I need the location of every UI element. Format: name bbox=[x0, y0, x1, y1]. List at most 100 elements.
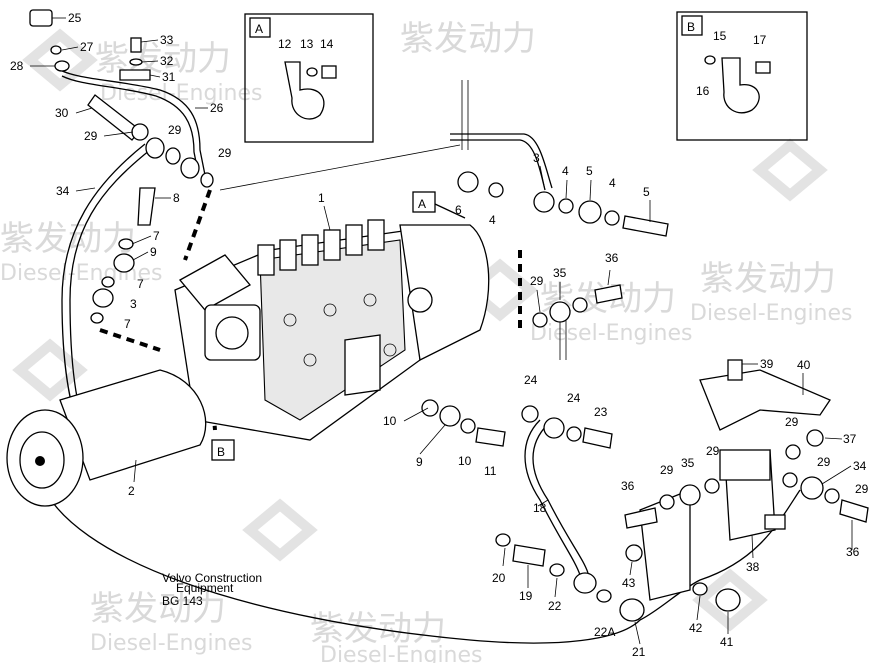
bolt-11 bbox=[475, 427, 506, 447]
callout: 36 bbox=[605, 251, 619, 265]
callout: 37 bbox=[843, 432, 857, 446]
watermark-logo bbox=[12, 28, 828, 632]
callout: 30 bbox=[55, 106, 69, 120]
watermark-en: Diesel-Engines bbox=[690, 301, 853, 326]
washer-29 bbox=[131, 123, 149, 141]
callout: 35 bbox=[681, 456, 695, 470]
washer-29 bbox=[200, 172, 214, 188]
detail-a-title: A bbox=[255, 22, 263, 36]
callout: 7 bbox=[124, 317, 131, 331]
callout: 22A bbox=[594, 625, 615, 639]
pulley-center bbox=[35, 456, 45, 466]
pump-elements bbox=[257, 219, 385, 276]
washer-7 bbox=[118, 238, 134, 250]
callout: 26 bbox=[210, 101, 224, 115]
callout: 13 bbox=[300, 37, 314, 51]
valve-connector bbox=[764, 514, 786, 530]
return-hose bbox=[39, 479, 641, 644]
element bbox=[323, 229, 341, 261]
pump-fitting bbox=[344, 334, 381, 396]
washer-4 bbox=[604, 210, 620, 226]
callout: 5 bbox=[643, 185, 650, 199]
callout: 40 bbox=[797, 358, 811, 372]
banjo-9 bbox=[113, 253, 135, 273]
detail-a: A bbox=[244, 13, 374, 143]
callout: 4 bbox=[489, 213, 496, 227]
pipe-3b bbox=[450, 133, 553, 189]
callout: 2 bbox=[128, 484, 135, 498]
pump-outlet bbox=[407, 287, 433, 313]
callout: 9 bbox=[150, 245, 157, 259]
banjo-34 bbox=[800, 476, 824, 500]
callout: 24 bbox=[567, 391, 581, 405]
callout: 32 bbox=[160, 54, 174, 68]
view-marker-a-arrow bbox=[434, 203, 466, 219]
washer-29 bbox=[785, 444, 801, 460]
callout: 34 bbox=[56, 184, 70, 198]
washer-29 bbox=[165, 147, 181, 165]
callout: 29 bbox=[817, 455, 831, 469]
bolt-39 bbox=[727, 359, 743, 381]
callout: 36 bbox=[621, 479, 635, 493]
bolt bbox=[363, 293, 377, 307]
detail-a-frame bbox=[244, 13, 374, 143]
callout: 33 bbox=[160, 33, 174, 47]
washer-24 bbox=[566, 426, 582, 442]
callout: 17 bbox=[753, 33, 767, 47]
callout-labels: 25 27 28 33 32 31 30 26 29 29 29 34 8 7 … bbox=[10, 11, 869, 659]
pipe-26-inner bbox=[61, 75, 199, 173]
banjo-fitting bbox=[145, 137, 165, 159]
clamp-31 bbox=[119, 69, 151, 81]
washer-29 bbox=[532, 312, 548, 328]
watermark-cn: 紫发动力 bbox=[90, 589, 226, 629]
callout: 9 bbox=[416, 455, 423, 469]
callout: 7 bbox=[153, 229, 160, 243]
detail-callouts: 12 13 14 15 17 16 bbox=[278, 29, 767, 98]
washer-29 bbox=[704, 478, 720, 494]
bushing-43 bbox=[625, 544, 643, 562]
bolt-41 bbox=[715, 588, 741, 612]
fitting-25 bbox=[29, 9, 53, 27]
callout: 24 bbox=[524, 373, 538, 387]
bracket-assembly bbox=[639, 359, 831, 601]
callout: 7 bbox=[137, 277, 144, 291]
hidden-line bbox=[99, 328, 161, 352]
washer-22A bbox=[596, 589, 612, 603]
watermark-en: Diesel-Engines bbox=[530, 321, 693, 346]
callout: 43 bbox=[622, 576, 636, 590]
callout: 21 bbox=[632, 645, 646, 659]
element bbox=[279, 239, 297, 271]
callout: 31 bbox=[162, 70, 176, 84]
detail-b: B bbox=[676, 11, 808, 141]
watermark-en: Diesel-Engines bbox=[90, 631, 253, 656]
clip-15 bbox=[721, 57, 760, 114]
watermark-en: Diesel-Engines bbox=[100, 81, 263, 106]
pump-cover bbox=[178, 254, 252, 311]
banjo bbox=[543, 417, 565, 439]
callout: 10 bbox=[458, 454, 472, 468]
callout: 16 bbox=[696, 84, 710, 98]
pipe-18 bbox=[524, 419, 581, 576]
view-marker-b bbox=[211, 439, 235, 461]
bolt-36 bbox=[594, 284, 623, 304]
callout: 22 bbox=[548, 599, 562, 613]
pipe-26 bbox=[59, 69, 206, 176]
washer-10 bbox=[460, 418, 476, 434]
pipe-vertical bbox=[461, 80, 469, 150]
washer-10 bbox=[421, 399, 439, 417]
compressor bbox=[6, 369, 207, 507]
callout: 34 bbox=[853, 459, 867, 473]
bolt bbox=[303, 353, 317, 367]
callout: 8 bbox=[173, 191, 180, 205]
washer-4 bbox=[488, 182, 504, 198]
callout: 4 bbox=[562, 164, 569, 178]
bolt bbox=[383, 343, 397, 357]
bolt-36 bbox=[624, 507, 658, 529]
caption-line2: Equipment bbox=[176, 581, 234, 595]
banjo-3 bbox=[92, 288, 114, 308]
banjo-35 bbox=[679, 484, 701, 506]
bolt-33 bbox=[130, 37, 142, 53]
washer-29 bbox=[659, 494, 675, 510]
pipe-short bbox=[559, 320, 567, 360]
